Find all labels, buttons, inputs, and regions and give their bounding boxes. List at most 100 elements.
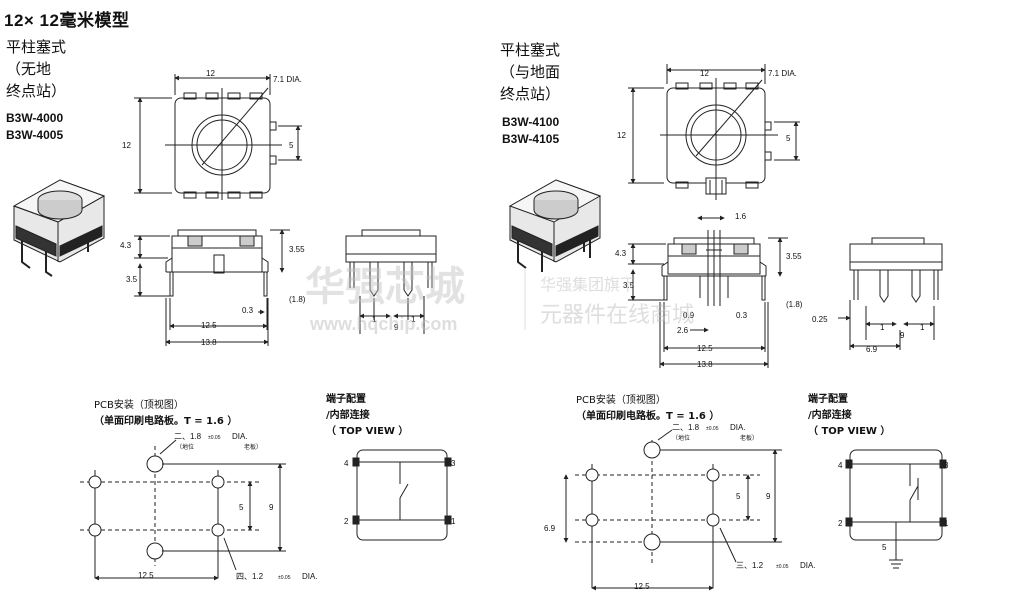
pin-number: 3 xyxy=(944,461,949,470)
right-pin-view: （ TOP VIEW ） xyxy=(808,426,891,437)
dim-text: 1.6 xyxy=(735,212,747,221)
left-pin-heading: 端子配置 /内部连接 （ TOP VIEW ） xyxy=(326,392,408,440)
left-part-numbers: B3W-4000 B3W-4005 xyxy=(6,110,63,144)
pcb-dim-text: ±0.05 xyxy=(278,575,291,581)
dim-text: 13.8 xyxy=(697,360,713,369)
dim-text: 2.6 xyxy=(677,326,689,335)
dim-text: 0.25 xyxy=(812,315,828,324)
left-pcb-hole-layout xyxy=(80,439,286,581)
dim-text: 3.55 xyxy=(786,252,802,261)
left-variant-line3: 终点站） xyxy=(6,82,67,100)
pin-number: 5 xyxy=(882,543,887,552)
left-pcb-heading: PCB安装（顶视图） （单面印刷电路板。T = 1.6 ） xyxy=(94,398,237,430)
watermark-brand: 华强芯城 xyxy=(305,265,465,309)
pin-number: 2 xyxy=(344,517,349,526)
pin-number: 3 xyxy=(451,459,456,468)
pcb-dim-text: 老板） xyxy=(244,443,262,451)
right-front-view xyxy=(628,215,788,368)
left-part-number: B3W-4000 xyxy=(6,111,64,125)
dim-text: 12 xyxy=(206,69,215,78)
dim-text: 4.3 xyxy=(120,241,132,250)
left-pcb-subtitle: （单面印刷电路板。T = 1.6 ） xyxy=(94,416,238,427)
left-switch-3d-illustration xyxy=(12,179,106,277)
pcb-dim-text: 5 xyxy=(736,492,741,501)
dim-text: 12.5 xyxy=(201,321,217,330)
pin-number: 1 xyxy=(451,517,456,526)
pcb-dim-text: （地位 xyxy=(672,434,690,442)
pin-number: 2 xyxy=(838,519,843,528)
right-switch-3d-illustration xyxy=(508,179,602,272)
dim-text: 1 xyxy=(920,323,925,332)
dim-text: 9 xyxy=(900,331,905,340)
pcb-dim-text: 5 xyxy=(239,503,244,512)
pcb-dim-text: 6.9 xyxy=(544,524,556,533)
pcb-dim-text: （地位 xyxy=(176,443,194,451)
dim-text: 3.55 xyxy=(289,245,305,254)
pcb-dim-text: ±0.05 xyxy=(706,426,719,432)
watermark: 华强芯城 www.hqchip.com 华强集团旗下 元器件在线商城 xyxy=(305,265,694,334)
pin-number: 1 xyxy=(944,519,949,528)
dim-text: (1.8) xyxy=(786,300,803,309)
left-variant-line2: （无地 xyxy=(6,60,52,78)
right-pcb-heading: PCB安装（顶视图） （单面印刷电路板。T = 1.6 ） xyxy=(576,393,719,425)
dim-text: (1.8) xyxy=(289,295,306,304)
pcb-dim-text: 三、1.2 xyxy=(736,561,764,570)
pcb-dim-text: 9 xyxy=(269,503,274,512)
dim-text: 3.5 xyxy=(126,275,138,284)
dim-text: 5 xyxy=(786,134,791,143)
right-pcb-title: PCB安装（顶视图） xyxy=(576,395,666,406)
dim-text: 1 xyxy=(411,315,416,324)
dim-text: 6.9 xyxy=(866,345,878,354)
pin-number: 4 xyxy=(838,461,843,470)
right-side-view xyxy=(838,237,943,350)
pcb-dim-text: 二、1.8 xyxy=(672,423,700,432)
dim-text: 12 xyxy=(700,69,709,78)
right-pin-diagram xyxy=(845,449,947,569)
dim-text: 1 xyxy=(880,323,885,332)
right-part-number: B3W-4105 xyxy=(502,132,560,146)
dim-text: 0.3 xyxy=(242,306,254,315)
left-pin-subtitle: /内部连接 xyxy=(326,410,370,421)
right-pin-title: 端子配置 xyxy=(808,394,848,405)
pcb-dim-text: 12.5 xyxy=(138,571,154,580)
right-variant-line2: （与地面 xyxy=(500,63,561,81)
pcb-dim-text: 二、1.8 xyxy=(174,432,202,441)
dim-text: 0.3 xyxy=(736,311,748,320)
right-pin-subtitle: /内部连接 xyxy=(808,410,852,421)
watermark-group: 华强集团旗下 xyxy=(540,276,636,294)
dim-text: 0.9 xyxy=(683,311,695,320)
dim-text: 1 xyxy=(372,315,377,324)
right-part-numbers: B3W-4100 B3W-4105 xyxy=(502,114,559,148)
dim-text: 3.5 xyxy=(623,281,635,290)
left-front-view xyxy=(134,229,290,346)
pcb-dim-text: DIA. xyxy=(800,561,816,570)
pin-number: 4 xyxy=(344,459,349,468)
page-title: 12× 12毫米模型 xyxy=(4,11,130,30)
left-variant-line1: 平柱塞式 xyxy=(6,38,67,56)
right-variant-line3: 终点站） xyxy=(500,85,561,103)
dim-text: 12.5 xyxy=(697,344,713,353)
dim-text: 7.1 DIA. xyxy=(768,69,797,78)
pcb-dim-text: ±0.05 xyxy=(208,435,221,441)
pcb-dim-text: 四、1.2 xyxy=(236,572,264,581)
right-top-view xyxy=(628,64,800,200)
left-pin-title: 端子配置 xyxy=(326,394,366,405)
dim-text: 7.1 DIA. xyxy=(273,75,302,84)
pcb-dim-text: ±0.05 xyxy=(776,564,789,570)
pcb-dim-text: 老板） xyxy=(740,434,758,442)
left-top-view xyxy=(134,74,302,200)
dim-text: 12 xyxy=(122,141,131,150)
right-pin-heading: 端子配置 /内部连接 （ TOP VIEW ） xyxy=(808,392,890,440)
pcb-dim-text: DIA. xyxy=(302,572,318,581)
pcb-dim-text: DIA. xyxy=(730,423,746,432)
watermark-url: www.hqchip.com xyxy=(309,314,457,334)
pcb-dim-text: 12.5 xyxy=(634,582,650,591)
dim-text: 5 xyxy=(289,141,294,150)
dim-text: 13.8 xyxy=(201,338,217,347)
right-variant-line1: 平柱塞式 xyxy=(500,41,561,59)
right-variant-label: 平柱塞式 （与地面 终点站） xyxy=(500,39,560,105)
dim-text: 12 xyxy=(617,131,626,140)
right-pcb-hole-layout xyxy=(563,429,782,591)
right-part-number: B3W-4100 xyxy=(502,115,560,129)
watermark-slogan: 元器件在线商城 xyxy=(540,302,694,327)
